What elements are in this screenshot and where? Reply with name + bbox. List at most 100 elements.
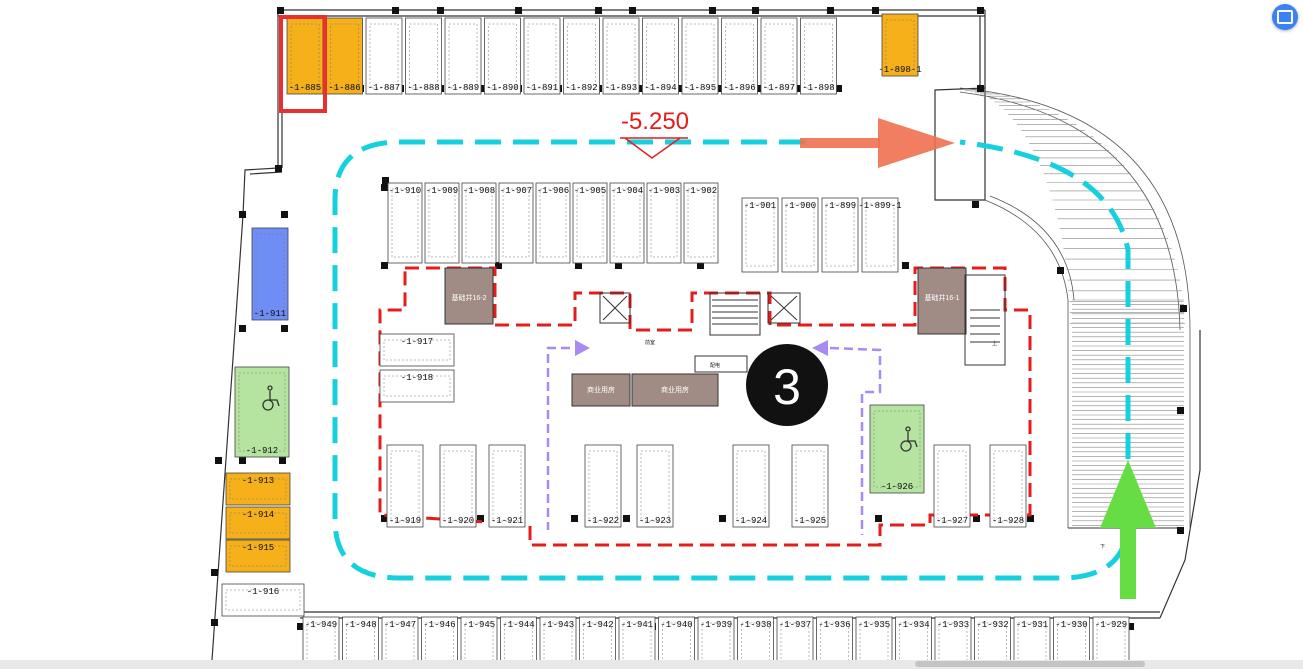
parking-space[interactable]: -1-898-1 (878, 13, 922, 77)
parking-space[interactable]: -1-892 (563, 17, 600, 95)
parking-space[interactable]: -1-922 (584, 444, 622, 528)
parking-space[interactable]: -1-901 (741, 197, 779, 273)
parking-space[interactable]: -1-926 (869, 404, 925, 494)
parking-space[interactable]: -1-889 (444, 17, 482, 95)
svg-text:-1-928: -1-928 (992, 516, 1024, 526)
bottom-scrollbar[interactable] (0, 660, 1303, 669)
shop-room-2: 商业用房 (631, 373, 719, 407)
svg-text:-1-892: -1-892 (565, 83, 597, 93)
svg-text:-1-946: -1-946 (423, 620, 455, 630)
svg-text:-1-898: -1-898 (802, 83, 834, 93)
parking-space[interactable]: -1-896 (721, 17, 758, 95)
svg-text:-1-938: -1-938 (739, 620, 771, 630)
parking-space[interactable]: -1-894 (642, 17, 679, 95)
parking-space[interactable]: -1-902 (683, 182, 719, 264)
parking-space[interactable]: -1-904 (609, 182, 645, 264)
parking-space[interactable]: -1-927 (933, 444, 971, 528)
parking-space[interactable]: -1-907 (498, 182, 534, 264)
parking-space[interactable]: -1-916 (221, 583, 305, 617)
svg-text:-1-889: -1-889 (447, 83, 479, 93)
svg-text:-1-899: -1-899 (824, 201, 856, 211)
parking-space[interactable]: -1-905 (572, 182, 608, 264)
svg-text:-1-887: -1-887 (368, 83, 400, 93)
svg-text:-1-907: -1-907 (500, 186, 532, 196)
svg-text:-1-931: -1-931 (1016, 620, 1048, 630)
svg-text:-1-890: -1-890 (486, 83, 518, 93)
parking-space[interactable]: -1-911 (251, 227, 289, 321)
svg-text:商业用房: 商业用房 (587, 385, 615, 394)
svg-text:-1-914: -1-914 (242, 510, 274, 520)
structural-columns (211, 7, 1187, 630)
svg-text:-1-934: -1-934 (897, 620, 929, 630)
svg-text:-1-906: -1-906 (537, 186, 569, 196)
svg-text:-1-940: -1-940 (660, 620, 692, 630)
svg-text:-1-939: -1-939 (700, 620, 732, 630)
parking-space[interactable]: -1-906 (535, 182, 571, 264)
parking-space[interactable]: -1-898 (800, 17, 837, 95)
svg-text:-1-921: -1-921 (491, 516, 523, 526)
parking-space[interactable]: -1-914 (225, 506, 291, 540)
parking-space[interactable]: -1-920 (439, 444, 477, 528)
svg-text:-1-937: -1-937 (779, 620, 811, 630)
parking-space[interactable]: -1-912 (234, 366, 290, 458)
parking-space[interactable]: -1-925 (791, 444, 829, 528)
parking-space[interactable]: -1-923 (636, 444, 674, 528)
selected-space-highlight (279, 15, 327, 113)
parking-space[interactable]: -1-910 (387, 182, 423, 264)
parking-space[interactable]: -1-909 (424, 182, 460, 264)
svg-text:-1-923: -1-923 (639, 516, 671, 526)
parking-space[interactable]: -1-891 (523, 17, 561, 95)
parking-space[interactable]: -1-913 (225, 472, 291, 506)
cyan-route (332, 139, 1131, 581)
svg-text:-1-909: -1-909 (426, 186, 458, 196)
parking-space[interactable]: -1-887 (365, 17, 403, 95)
parking-space[interactable]: -1-921 (488, 444, 526, 528)
svg-text:-1-916: -1-916 (247, 587, 279, 597)
expand-icon[interactable] (1272, 4, 1298, 30)
svg-text:-1-895: -1-895 (684, 83, 716, 93)
svg-text:-1-932: -1-932 (976, 620, 1008, 630)
svg-text:-1-902: -1-902 (685, 186, 717, 196)
parking-space[interactable]: -1-918 (379, 369, 455, 403)
svg-text:-1-927: -1-927 (936, 516, 968, 526)
svg-text:-1-904: -1-904 (611, 186, 643, 196)
parking-space[interactable]: -1-888 (405, 17, 442, 95)
svg-text:-1-929: -1-929 (1095, 620, 1127, 630)
parking-space[interactable]: -1-893 (602, 17, 640, 95)
parking-space[interactable]: -1-899-1 (858, 197, 902, 273)
svg-text:-1-911: -1-911 (254, 309, 286, 319)
parking-space[interactable]: -1-890 (484, 17, 521, 95)
svg-text:3: 3 (773, 359, 801, 415)
room-left: 基础井16-2 (444, 267, 494, 325)
parking-space[interactable]: -1-917 (379, 333, 455, 367)
parking-space[interactable]: -1-903 (646, 182, 682, 264)
parking-space[interactable]: -1-885 (286, 17, 324, 95)
parking-space[interactable]: -1-928 (989, 444, 1027, 528)
svg-text:基础井16-2: 基础井16-2 (451, 293, 486, 302)
parking-space[interactable]: -1-915 (225, 539, 291, 573)
stair-up-label: 上 (992, 340, 997, 347)
parking-space[interactable]: -1-919 (386, 444, 424, 528)
parking-space[interactable]: -1-900 (781, 197, 819, 273)
parking-space[interactable]: -1-924 (732, 444, 770, 528)
svg-text:-1-899-1: -1-899-1 (858, 201, 901, 211)
svg-text:-1-905: -1-905 (574, 186, 606, 196)
parking-space[interactable]: -1-899 (821, 197, 859, 273)
shop-room-1: 商业用房 (571, 373, 631, 407)
elevator-right (767, 292, 801, 324)
svg-text:-1-915: -1-915 (242, 543, 274, 553)
parking-space[interactable]: -1-886 (326, 17, 363, 95)
parking-space[interactable]: -1-895 (681, 17, 719, 95)
parking-space[interactable]: -1-908 (461, 182, 497, 264)
svg-text:-1-896: -1-896 (723, 83, 755, 93)
svg-text:-1-949: -1-949 (305, 620, 337, 630)
room-small-label: 前室 (645, 339, 655, 346)
parking-space[interactable]: -1-897 (760, 17, 798, 95)
svg-text:-1-922: -1-922 (587, 516, 619, 526)
svg-text:-1-930: -1-930 (1055, 620, 1087, 630)
scrollbar-thumb[interactable] (915, 661, 1145, 667)
svg-text:-1-948: -1-948 (344, 620, 376, 630)
svg-text:-1-924: -1-924 (735, 516, 767, 526)
svg-text:-1-925: -1-925 (794, 516, 826, 526)
